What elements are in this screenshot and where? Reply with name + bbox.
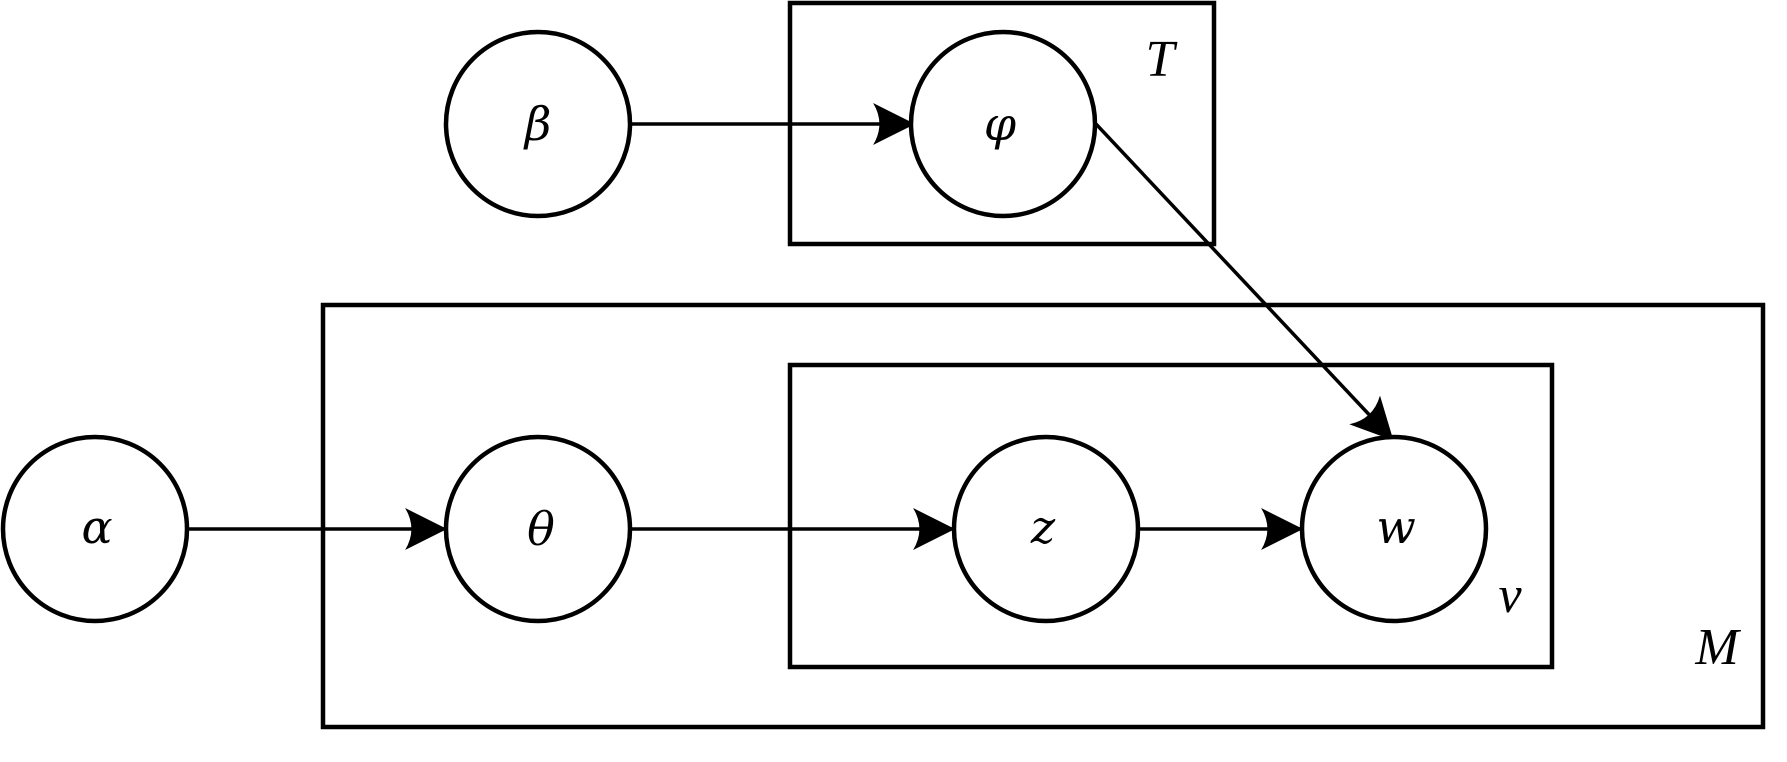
edge-phi-w [1094,122,1394,441]
node-beta: β [443,29,633,219]
node-beta-label: β [523,97,552,151]
plate-M-label: M [1694,619,1741,676]
plate-T-label: T [1146,31,1178,88]
plate-v-label: v [1498,567,1522,624]
node-alpha: α [0,434,190,624]
node-theta-label: θ [527,502,555,556]
node-z-label: z [1030,500,1056,554]
plate-M [320,302,1766,730]
node-phi: φ [908,29,1098,219]
plate-v [787,362,1555,670]
node-w: w [1299,434,1489,624]
node-z: z [951,434,1141,624]
node-w-label: w [1376,500,1415,554]
node-alpha-label: α [81,500,112,554]
node-phi-label: φ [984,97,1017,151]
node-theta: θ [443,434,633,624]
